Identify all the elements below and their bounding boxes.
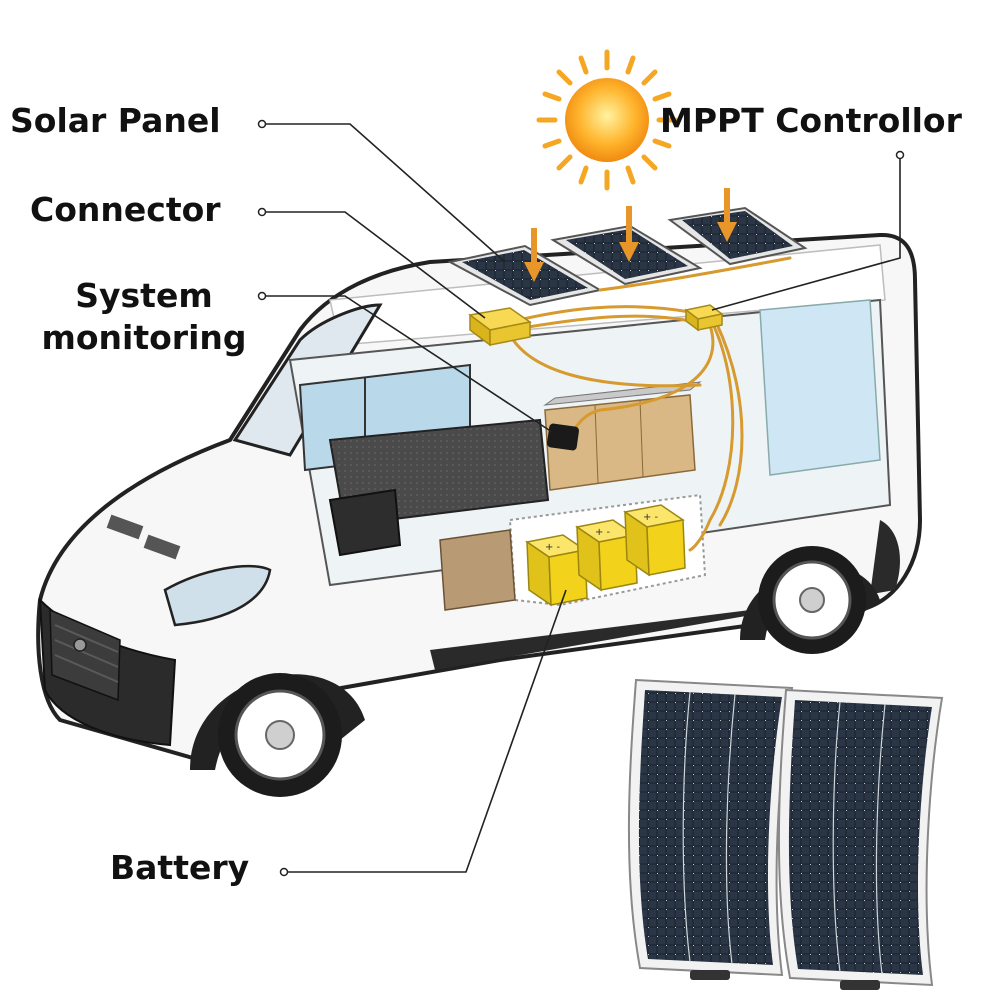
battery-icon: + - — [623, 504, 686, 577]
label-mppt-controller: MPPT Controllor — [660, 101, 962, 140]
flexible-solar-panel-icon — [777, 688, 944, 990]
svg-text:+ -: + - — [595, 527, 611, 538]
solar-panel-icon — [667, 206, 808, 266]
roof-solar-panels — [447, 206, 808, 307]
leader-lines — [262, 123, 901, 873]
leader-endpoints — [257, 119, 905, 877]
label-solar-panel: Solar Panel — [10, 101, 221, 140]
mppt-controller-box — [684, 304, 724, 332]
label-connector: Connector — [30, 190, 221, 229]
svg-text:+ -: + - — [545, 542, 561, 553]
svg-text:+ -: + - — [643, 512, 659, 523]
flexible-solar-panel-icon — [627, 678, 794, 980]
label-system-monitoring: System monitoring — [41, 276, 247, 357]
connector-box — [468, 307, 532, 347]
van-icon — [36, 232, 923, 797]
arrow-down-icon — [524, 188, 737, 282]
sun-icon — [536, 49, 678, 191]
wiring — [508, 256, 792, 552]
system-monitor-device — [546, 423, 580, 451]
label-battery: Battery — [110, 848, 250, 887]
